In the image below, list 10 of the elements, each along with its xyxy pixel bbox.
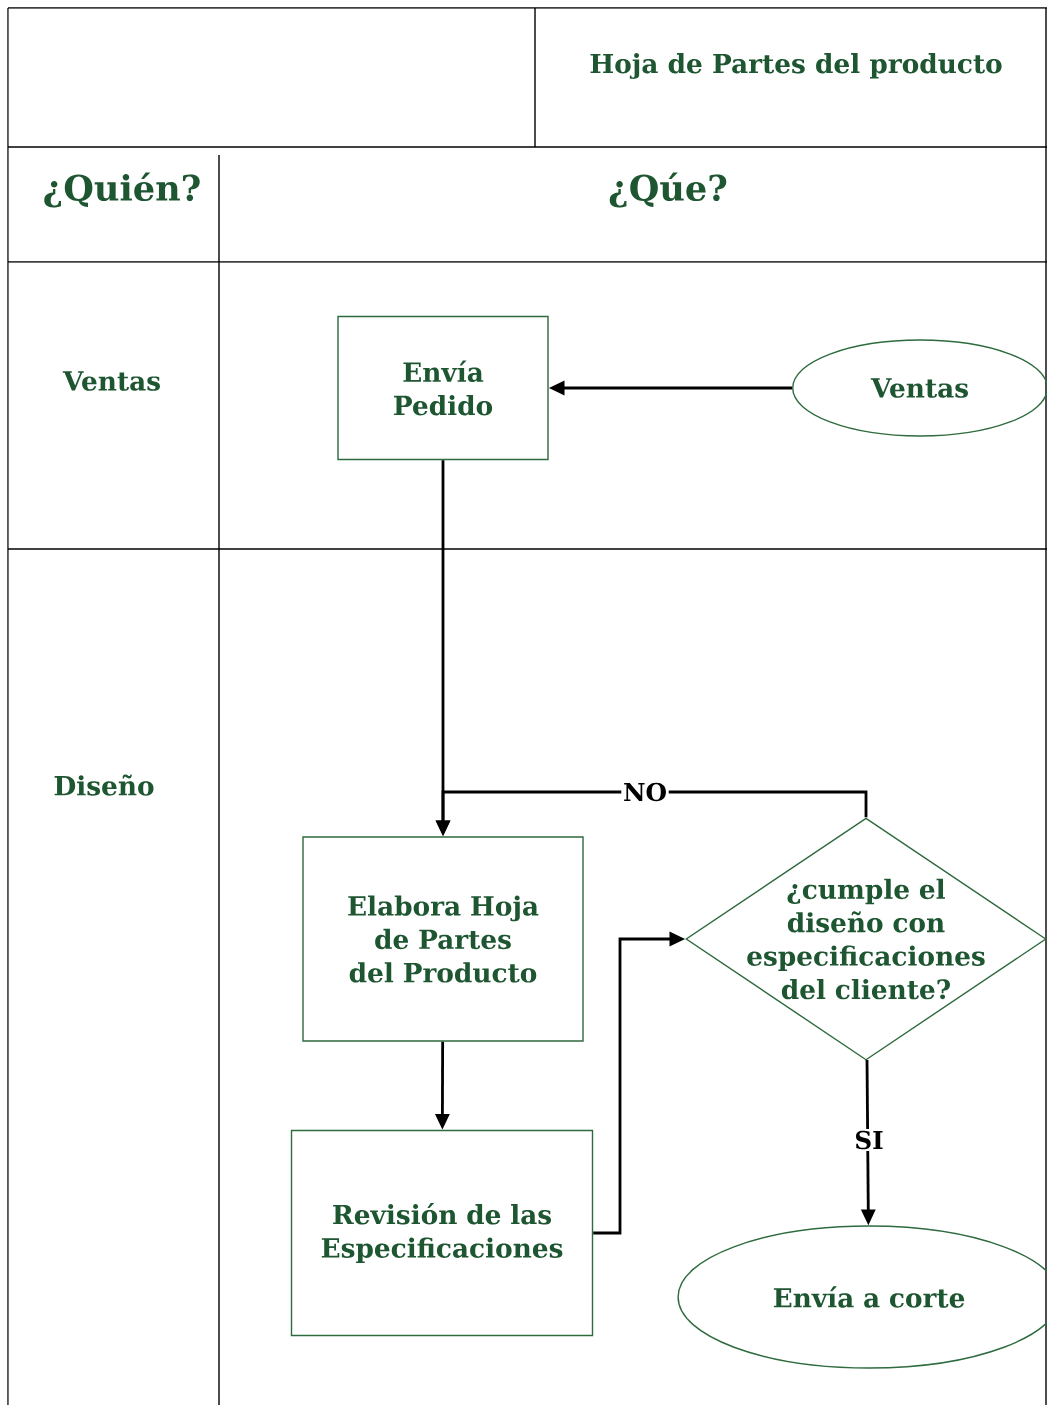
lane-label: Ventas <box>62 371 160 391</box>
column-header: ¿Qúe? <box>609 172 727 208</box>
process-box: Envía Pedido <box>337 315 549 461</box>
process-box: Revisión de las Especificaciones <box>290 1129 594 1337</box>
process-box: Elabora Hoja de Partes del Producto <box>302 836 584 1042</box>
column-header: ¿Quién? <box>44 172 200 208</box>
lane-label: Diseño <box>54 774 154 796</box>
edge-label: SI <box>856 1130 883 1150</box>
edge-label: NO <box>624 782 666 802</box>
title: Hoja de Partes del producto <box>590 53 1002 79</box>
